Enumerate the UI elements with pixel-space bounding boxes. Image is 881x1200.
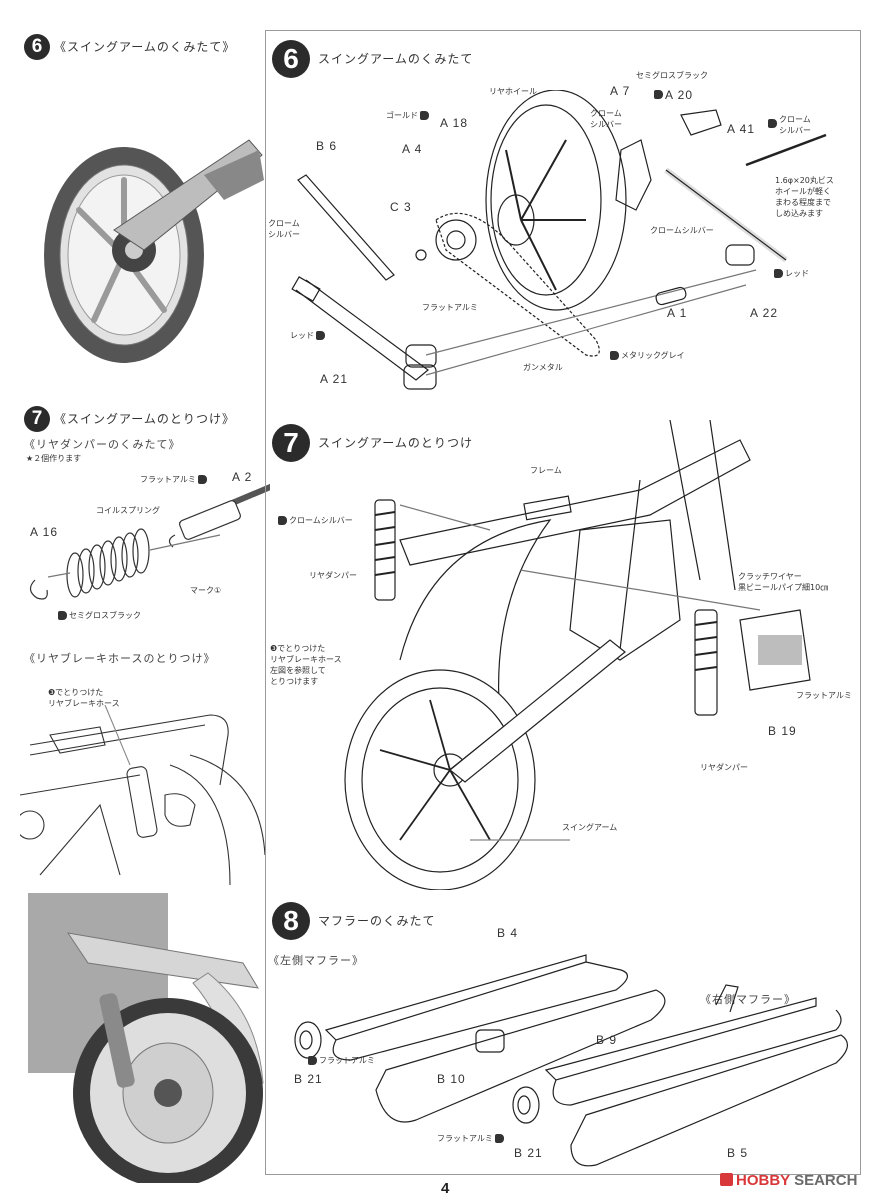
- mark-1-label: マーク①: [190, 586, 222, 595]
- part-b6: B 6: [316, 139, 338, 153]
- part-a4: A 4: [402, 142, 423, 156]
- part-a16: A 16: [30, 525, 59, 539]
- part-a41: A 41: [727, 122, 756, 136]
- swing-arm-assembly-diagram: [266, 90, 860, 390]
- part-a1: A 1: [667, 306, 688, 320]
- swing-arm-label: スイングアーム: [562, 823, 618, 832]
- red-label-left: レッド: [290, 330, 327, 341]
- paint-icon: [308, 1056, 317, 1065]
- step-7-left-title: 《スイングアームのとりつけ》: [54, 412, 236, 426]
- part-b9: B 9: [596, 1033, 618, 1047]
- part-b10: B 10: [437, 1072, 466, 1086]
- paint-icon: [654, 90, 663, 99]
- step-7-title: スイングアームのとりつけ: [318, 436, 474, 450]
- chrome-silver-label-step7: クロームシルバー: [276, 515, 353, 526]
- paint-icon: [610, 351, 619, 360]
- rear-damper-label-right: リヤダンパー: [700, 763, 748, 772]
- step-6-left-title: 《スイングアームのくみたて》: [54, 40, 236, 54]
- paint-icon: [768, 119, 777, 128]
- part-a18: A 18: [440, 116, 469, 130]
- a20-group: A 20: [652, 84, 693, 103]
- muffler-assembly-diagram: [266, 920, 860, 1170]
- rear-brake-hose-heading: 《リヤブレーキホースのとりつけ》: [24, 652, 216, 665]
- part-b5: B 5: [727, 1146, 749, 1160]
- frame-label: フレーム: [530, 466, 562, 475]
- swing-arm-installation-diagram: [340, 420, 840, 890]
- step-6-badge: 6: [24, 34, 50, 60]
- chrome-silver-label-center: クロームシルバー: [650, 226, 714, 235]
- chrome-silver-label-arm: クロームシルバー: [268, 219, 300, 239]
- step-6-title: スイングアームのくみたて: [318, 52, 474, 66]
- gold-label: ゴールド: [386, 110, 431, 121]
- part-a20: A 20: [665, 88, 694, 102]
- brake-hose-note: ❸でとりつけたリヤブレーキホース: [48, 688, 120, 708]
- part-b21-left: B 21: [294, 1072, 323, 1086]
- part-b4: B 4: [497, 926, 519, 940]
- brake-hose-instruction: ❸でとりつけた リヤブレーキホース 左図を参照して とりつけます: [270, 644, 342, 686]
- flat-alu-label-sprocket: フラットアルミ: [422, 303, 478, 312]
- step-7-badge-large: 7: [272, 424, 310, 462]
- instruction-panel: [265, 30, 861, 1175]
- part-a2: A 2: [232, 470, 253, 484]
- right-muffler-heading: 《右側マフラー》: [700, 993, 796, 1006]
- step-6-badge-large: 6: [272, 40, 310, 78]
- part-b19: B 19: [768, 724, 797, 738]
- chrome-silver-label-a7: クロームシルバー: [590, 109, 622, 129]
- semigloss-black-label: セミグロスブラック: [636, 71, 708, 80]
- part-a22: A 22: [750, 306, 779, 320]
- flat-alu-label-b19: フラットアルミ: [796, 691, 852, 700]
- semigloss-black-label: セミグロスブラック: [56, 610, 141, 621]
- hobby-search-logo-icon: [720, 1173, 733, 1186]
- clutch-wire-label: クラッチワイヤー黒ビニールパイプ細10㎝: [738, 572, 829, 592]
- flat-alu-label-a2: フラットアルミ: [140, 474, 209, 485]
- screw-note: 1.6φ×20丸ビス ホイールが軽く まわる程度まで しめ込みます: [775, 176, 834, 218]
- part-b21-right: B 21: [514, 1146, 543, 1160]
- red-label-right: レッド: [772, 268, 809, 279]
- hobby-search-watermark: HOBBY SEARCH: [720, 1172, 857, 1189]
- flat-alu-label-left-muffler: フラットアルミ: [306, 1055, 375, 1066]
- left-muffler-heading: 《左側マフラー》: [268, 954, 364, 967]
- step-7-badge: 7: [24, 406, 50, 432]
- step-8-title: マフラーのくみたて: [318, 914, 436, 928]
- page-number: 4: [441, 1180, 450, 1197]
- rear-wheel-label: リヤホイール: [489, 87, 537, 96]
- paint-icon: [494, 1134, 504, 1143]
- part-c3: C 3: [390, 200, 412, 214]
- part-a21-step6: A 21: [320, 372, 349, 386]
- flat-alu-label-right-muffler: フラットアルミ: [437, 1133, 506, 1144]
- paint-icon: [420, 111, 429, 120]
- gunmetal-label: ガンメタル: [523, 363, 563, 372]
- paint-icon: [278, 516, 287, 525]
- part-a7: A 7: [610, 84, 631, 98]
- photo-wheel-swingarm: [24, 80, 264, 370]
- chrome-silver-label-a41: クロームシルバー: [766, 114, 811, 136]
- brake-hose-diagram: [20, 705, 270, 885]
- paint-icon: [774, 269, 783, 278]
- paint-icon: [197, 475, 207, 484]
- coil-spring-label: コイルスプリング: [96, 506, 160, 515]
- rear-damper-heading: 《リヤダンパーのくみたて》: [24, 438, 181, 451]
- rear-damper-diagram: [20, 465, 270, 625]
- metallic-gray-label: メタリックグレイ: [608, 350, 685, 361]
- paint-icon: [58, 611, 67, 620]
- photo-rear-wheel-assembled: [28, 893, 266, 1188]
- rear-damper-label-left: リヤダンパー: [309, 571, 357, 580]
- paint-icon: [316, 331, 325, 340]
- make-two-note: ★２個作ります: [26, 454, 82, 463]
- step-8-badge-large: 8: [272, 902, 310, 940]
